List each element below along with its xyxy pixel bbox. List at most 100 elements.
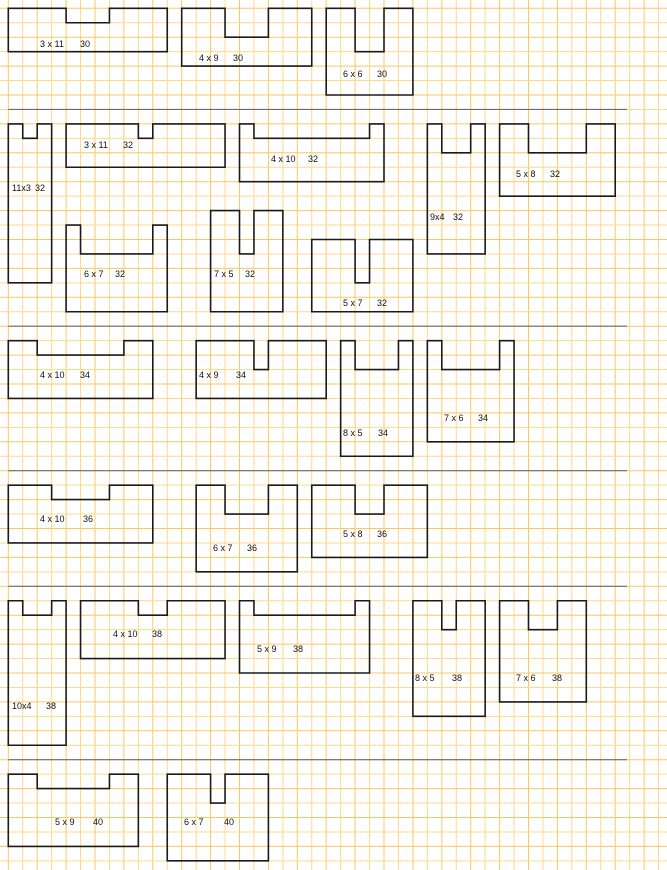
shape-outline <box>310 484 429 559</box>
shape-outline <box>180 7 313 67</box>
shape-value-label: 40 <box>93 817 103 827</box>
shape-outline <box>310 238 414 313</box>
shape-value-label: 36 <box>377 529 387 539</box>
notched-shape: 3 x 11 30 <box>7 7 169 53</box>
shape-outline <box>498 599 588 703</box>
shape-dimensions-label: 4 x 10 <box>40 514 65 524</box>
notched-shape: 5 x 9 40 <box>7 773 140 848</box>
shape-outline <box>7 599 67 747</box>
shape-dimensions-label: 5 x 8 <box>516 169 536 179</box>
notched-shape: 10x4 38 <box>7 599 67 747</box>
notched-shape: 5 x 9 38 <box>238 599 371 674</box>
shape-outline <box>426 123 486 255</box>
shape-outline <box>238 123 385 183</box>
shape-dimensions-label: 6 x 7 <box>84 269 104 279</box>
shape-value-label: 38 <box>293 644 303 654</box>
shape-value-label: 30 <box>80 39 90 49</box>
notched-shape: 4 x 10 34 <box>7 339 154 400</box>
shape-dimensions-label: 10x4 <box>12 701 32 711</box>
shape-outline <box>65 123 226 169</box>
notched-shape: 4 x 9 30 <box>180 7 313 67</box>
notched-shape: 6 x 7 36 <box>195 484 299 573</box>
shape-value-label: 32 <box>377 298 387 308</box>
shape-dimensions-label: 4 x 9 <box>199 370 219 380</box>
shape-value-label: 36 <box>83 514 93 524</box>
shape-dimensions-label: 6 x 7 <box>213 543 233 553</box>
notched-shape: 9x4 32 <box>426 123 486 255</box>
shape-value-label: 38 <box>152 629 162 639</box>
shape-dimensions-label: 6 x 7 <box>184 817 204 827</box>
shape-dimensions-label: 3 x 11 <box>40 39 64 49</box>
shape-dimensions-label: 5 x 8 <box>343 529 363 539</box>
shape-dimensions-label: 5 x 9 <box>55 817 75 827</box>
shape-dimensions-label: 7 x 6 <box>444 413 464 423</box>
notched-shape: 4 x 10 36 <box>7 484 154 544</box>
notched-shape: 8 x 5 38 <box>412 599 486 718</box>
notched-shape: 3 x 11 32 <box>65 123 226 169</box>
shape-outline <box>209 209 284 313</box>
shape-value-label: 38 <box>552 673 562 683</box>
shape-outline <box>79 599 226 660</box>
shape-outline <box>412 599 486 718</box>
notched-shape: 5 x 8 32 <box>498 123 616 197</box>
shape-outline <box>325 7 414 96</box>
shape-dimensions-label: 7 x 6 <box>516 673 536 683</box>
shape-value-label: 32 <box>550 169 560 179</box>
shape-dimensions-label: 4 x 10 <box>40 370 65 380</box>
shape-value-label: 38 <box>46 701 56 711</box>
shape-outline <box>166 773 270 862</box>
shape-dimensions-label: 7 x 5 <box>214 269 234 279</box>
shape-value-label: 38 <box>452 673 462 683</box>
shape-dimensions-label: 4 x 10 <box>271 154 296 164</box>
shape-outline <box>7 484 154 544</box>
notched-shape: 5 x 8 36 <box>310 484 429 559</box>
shape-dimensions-label: 3 x 11 <box>84 140 108 150</box>
shape-value-label: 32 <box>453 212 463 222</box>
shape-outline <box>7 123 53 284</box>
notched-shape: 11x3 32 <box>7 123 53 284</box>
shape-value-label: 32 <box>308 154 318 164</box>
shape-outline <box>7 773 140 848</box>
shape-outline <box>238 599 371 674</box>
notched-shape: 4 x 10 38 <box>79 599 226 660</box>
notched-shape: 4 x 9 34 <box>195 339 327 400</box>
notched-shape: 4 x 10 32 <box>238 123 385 183</box>
shape-dimensions-label: 9x4 <box>430 212 445 222</box>
shape-dimensions-label: 8 x 5 <box>343 428 363 438</box>
shape-value-label: 34 <box>236 370 246 380</box>
shape-dimensions-label: 8 x 5 <box>415 673 435 683</box>
shape-value-label: 34 <box>478 413 488 423</box>
notched-shape: 8 x 5 34 <box>339 339 414 458</box>
notched-shape: 7 x 6 34 <box>426 339 515 443</box>
shape-outline <box>339 339 414 458</box>
shape-value-label: 32 <box>115 269 125 279</box>
shape-outline <box>195 339 327 400</box>
notched-shape: 7 x 6 38 <box>498 599 588 703</box>
shape-dimensions-label: 4 x 9 <box>199 53 219 63</box>
shape-outline <box>195 484 299 573</box>
shape-dimensions-label: 5 x 9 <box>257 644 277 654</box>
shape-value-label: 36 <box>247 543 257 553</box>
shape-value-label: 34 <box>80 370 90 380</box>
shape-value-label: 30 <box>233 53 243 63</box>
shape-outline <box>426 339 515 443</box>
shape-dimensions-label: 4 x 10 <box>113 629 138 639</box>
row-separators <box>8 108 627 761</box>
shape-value-label: 34 <box>378 428 388 438</box>
shape-value-label: 32 <box>123 140 133 150</box>
shape-value-label: 32 <box>35 183 45 193</box>
notched-shape: 7 x 5 32 <box>209 209 284 313</box>
notched-shape: 6 x 7 32 <box>65 224 169 313</box>
shape-dimensions-label: 11x3 <box>12 183 31 193</box>
shape-outline <box>65 224 169 313</box>
shape-dimensions-label: 5 x 7 <box>343 298 363 308</box>
shape-outline <box>7 339 154 400</box>
shape-value-label: 32 <box>245 269 255 279</box>
shape-outline <box>498 123 616 197</box>
